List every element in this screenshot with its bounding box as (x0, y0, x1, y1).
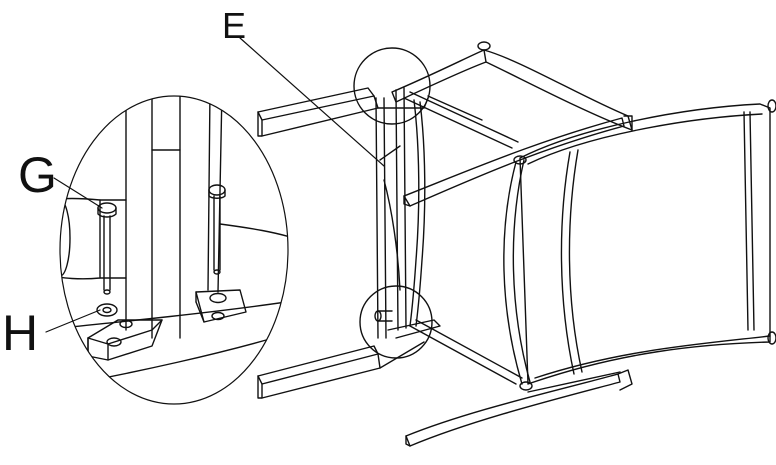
lower-left-leg (257, 319, 441, 399)
bottom-curved-leg (405, 369, 633, 447)
top-curved-bar (391, 41, 633, 131)
side-frame-e (375, 87, 426, 339)
label-part-g: G (18, 147, 57, 203)
leader-line-h (45, 309, 101, 333)
detail-magnifier (59, 95, 289, 405)
callout-circle-top (353, 47, 431, 125)
leader-line-e (239, 37, 385, 167)
label-part-h: H (2, 305, 38, 361)
lower-diagonal-brace (409, 319, 523, 385)
top-diagonal-brace (403, 91, 519, 149)
label-part-e: E (222, 5, 246, 46)
seat-back-panel (519, 99, 776, 385)
leader-line-g (53, 177, 103, 209)
upper-curved-rail (403, 117, 625, 207)
seat-slats (503, 149, 583, 391)
callout-circle-bottom (359, 285, 433, 359)
